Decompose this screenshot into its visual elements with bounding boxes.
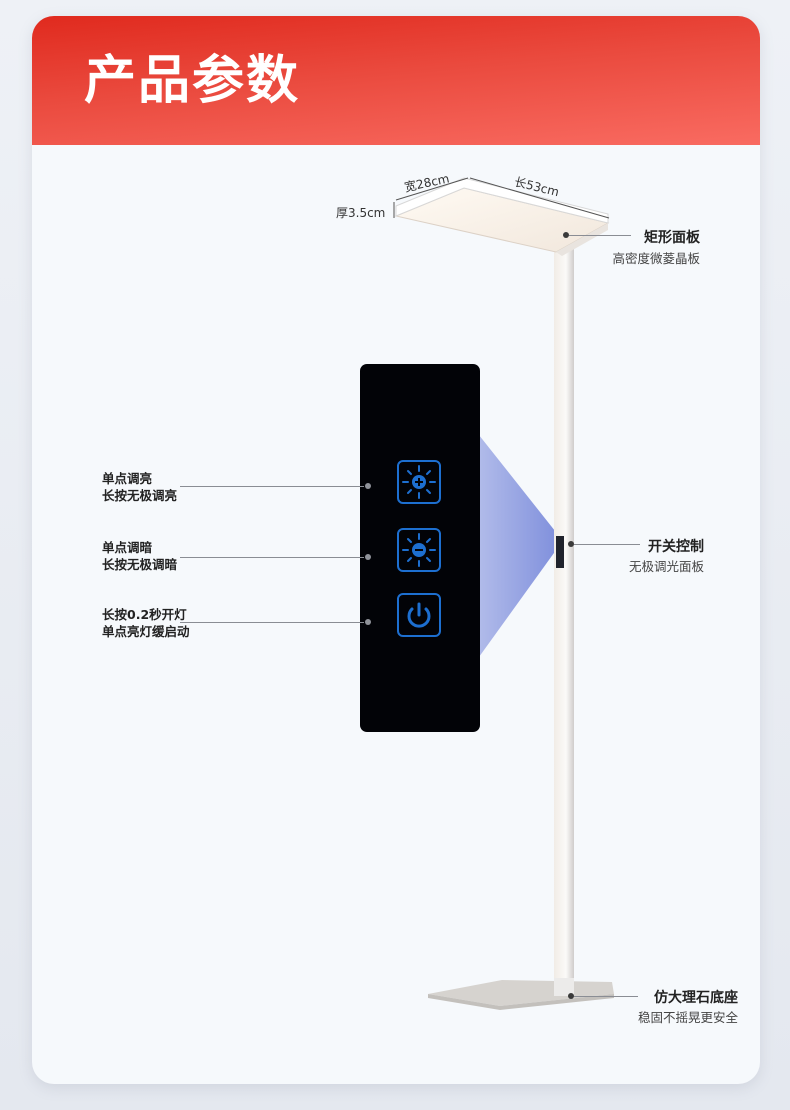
panel-callout-title: 矩形面板 — [644, 230, 700, 246]
brightness-up-callout: 单点调亮 长按无极调亮 — [102, 471, 178, 503]
base-callout-subtitle: 稳固不摇晃更安全 — [637, 1010, 738, 1025]
product-params-card: 产品参数 — [32, 16, 760, 1084]
callout-dot — [568, 993, 574, 999]
brightness-down-icon — [402, 533, 436, 567]
base-callout-title: 仿大理石底座 — [654, 990, 738, 1006]
panel-callout-subtitle: 高密度微菱晶板 — [612, 251, 700, 266]
callout-dot — [365, 483, 371, 489]
callout-line — [574, 544, 640, 545]
callout-line — [574, 996, 638, 997]
callout-line — [180, 622, 364, 623]
callout-dot — [365, 619, 371, 625]
callout-line — [569, 235, 631, 236]
callout-dot — [365, 554, 371, 560]
brightness-up-button[interactable] — [397, 460, 441, 504]
power-callout: 长按0.2秒开灯 单点亮灯缓启动 — [102, 607, 190, 639]
switch-callout-subtitle: 无极调光面板 — [628, 559, 704, 574]
control-panel-closeup — [360, 364, 480, 732]
brightness-down-callout: 单点调暗 长按无极调暗 — [102, 540, 178, 572]
brightness-down-button[interactable] — [397, 528, 441, 572]
page-title: 产品参数 — [84, 51, 301, 111]
thickness-dimension: 厚3.5cm — [336, 206, 386, 220]
switch-callout-title: 开关控制 — [648, 539, 704, 555]
callout-dot — [563, 232, 569, 238]
brightness-up-icon — [402, 465, 436, 499]
power-button[interactable] — [397, 593, 441, 637]
callout-line — [180, 486, 364, 487]
callout-line — [180, 557, 364, 558]
power-icon — [407, 602, 431, 628]
header-banner: 产品参数 — [32, 16, 760, 145]
callout-dot — [568, 541, 574, 547]
